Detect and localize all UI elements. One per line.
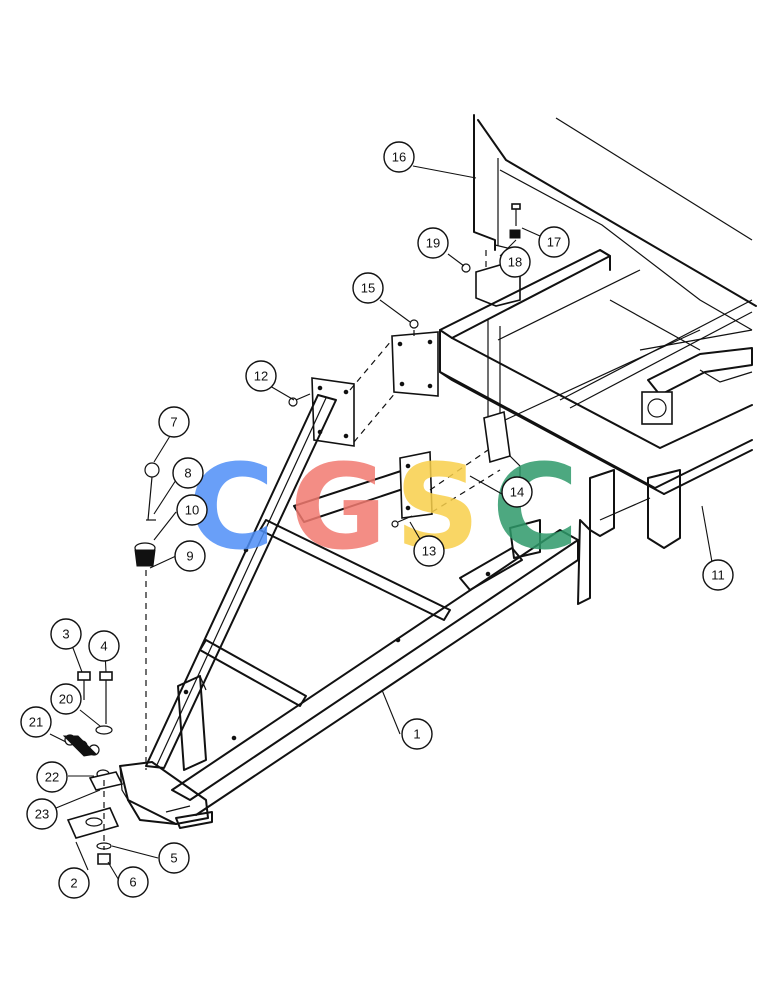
callout-label: 13 bbox=[422, 544, 436, 559]
callout-12: 12 bbox=[245, 360, 277, 392]
callout-label: 5 bbox=[170, 851, 177, 866]
callout-label: 3 bbox=[62, 627, 69, 642]
watermark: C G S C bbox=[188, 438, 579, 576]
callout-2: 2 bbox=[58, 867, 90, 899]
callout-label: 8 bbox=[184, 466, 191, 481]
assembly-lines bbox=[103, 250, 501, 850]
callout-label: 11 bbox=[711, 568, 725, 583]
watermark-letter-2: G bbox=[290, 438, 387, 576]
callout-label: 20 bbox=[59, 692, 73, 707]
callout-19: 19 bbox=[417, 227, 449, 259]
callout-8: 8 bbox=[172, 457, 204, 489]
callout-1: 1 bbox=[401, 718, 433, 750]
callout-22: 22 bbox=[36, 761, 68, 793]
jack-pin-assembly bbox=[134, 462, 160, 567]
callout-6: 6 bbox=[117, 866, 149, 898]
callout-5: 5 bbox=[158, 842, 190, 874]
watermark-letter-4: C bbox=[492, 438, 579, 576]
callout-label: 6 bbox=[129, 875, 136, 890]
callout-16: 16 bbox=[383, 141, 415, 173]
callout-label: 21 bbox=[29, 715, 43, 730]
callout-11: 11 bbox=[702, 559, 734, 591]
callout-3: 3 bbox=[50, 618, 82, 650]
callout-label: 19 bbox=[426, 236, 440, 251]
mounting-plate bbox=[391, 319, 439, 397]
callout-20: 20 bbox=[50, 683, 82, 715]
callout-label: 10 bbox=[185, 503, 199, 518]
callout-18: 18 bbox=[499, 246, 531, 278]
bolt-hardware bbox=[288, 203, 521, 528]
hitch-hardware bbox=[62, 671, 124, 865]
callout-label: 2 bbox=[70, 876, 77, 891]
callout-label: 12 bbox=[254, 369, 268, 384]
hitch-frame bbox=[119, 377, 591, 829]
callout-label: 16 bbox=[392, 150, 406, 165]
callout-14: 14 bbox=[501, 476, 533, 508]
callout-10: 10 bbox=[176, 494, 208, 526]
callout-21: 21 bbox=[20, 706, 52, 738]
callout-13: 13 bbox=[413, 535, 445, 567]
callout-label: 4 bbox=[100, 639, 107, 654]
callout-7: 7 bbox=[158, 406, 190, 438]
main-frame bbox=[439, 249, 753, 549]
callout-17: 17 bbox=[538, 226, 570, 258]
callout-9: 9 bbox=[174, 540, 206, 572]
callout-label: 1 bbox=[413, 727, 420, 742]
callout-label: 14 bbox=[510, 485, 524, 500]
callout-23: 23 bbox=[26, 798, 58, 830]
callout-label: 18 bbox=[508, 255, 522, 270]
callout-label: 15 bbox=[361, 281, 375, 296]
callout-4: 4 bbox=[88, 630, 120, 662]
callout-15: 15 bbox=[352, 272, 384, 304]
callout-label: 17 bbox=[547, 235, 561, 250]
callout-label: 7 bbox=[170, 415, 177, 430]
callout-label: 22 bbox=[45, 770, 59, 785]
callout-label: 9 bbox=[186, 549, 193, 564]
callout-label: 23 bbox=[35, 807, 49, 822]
